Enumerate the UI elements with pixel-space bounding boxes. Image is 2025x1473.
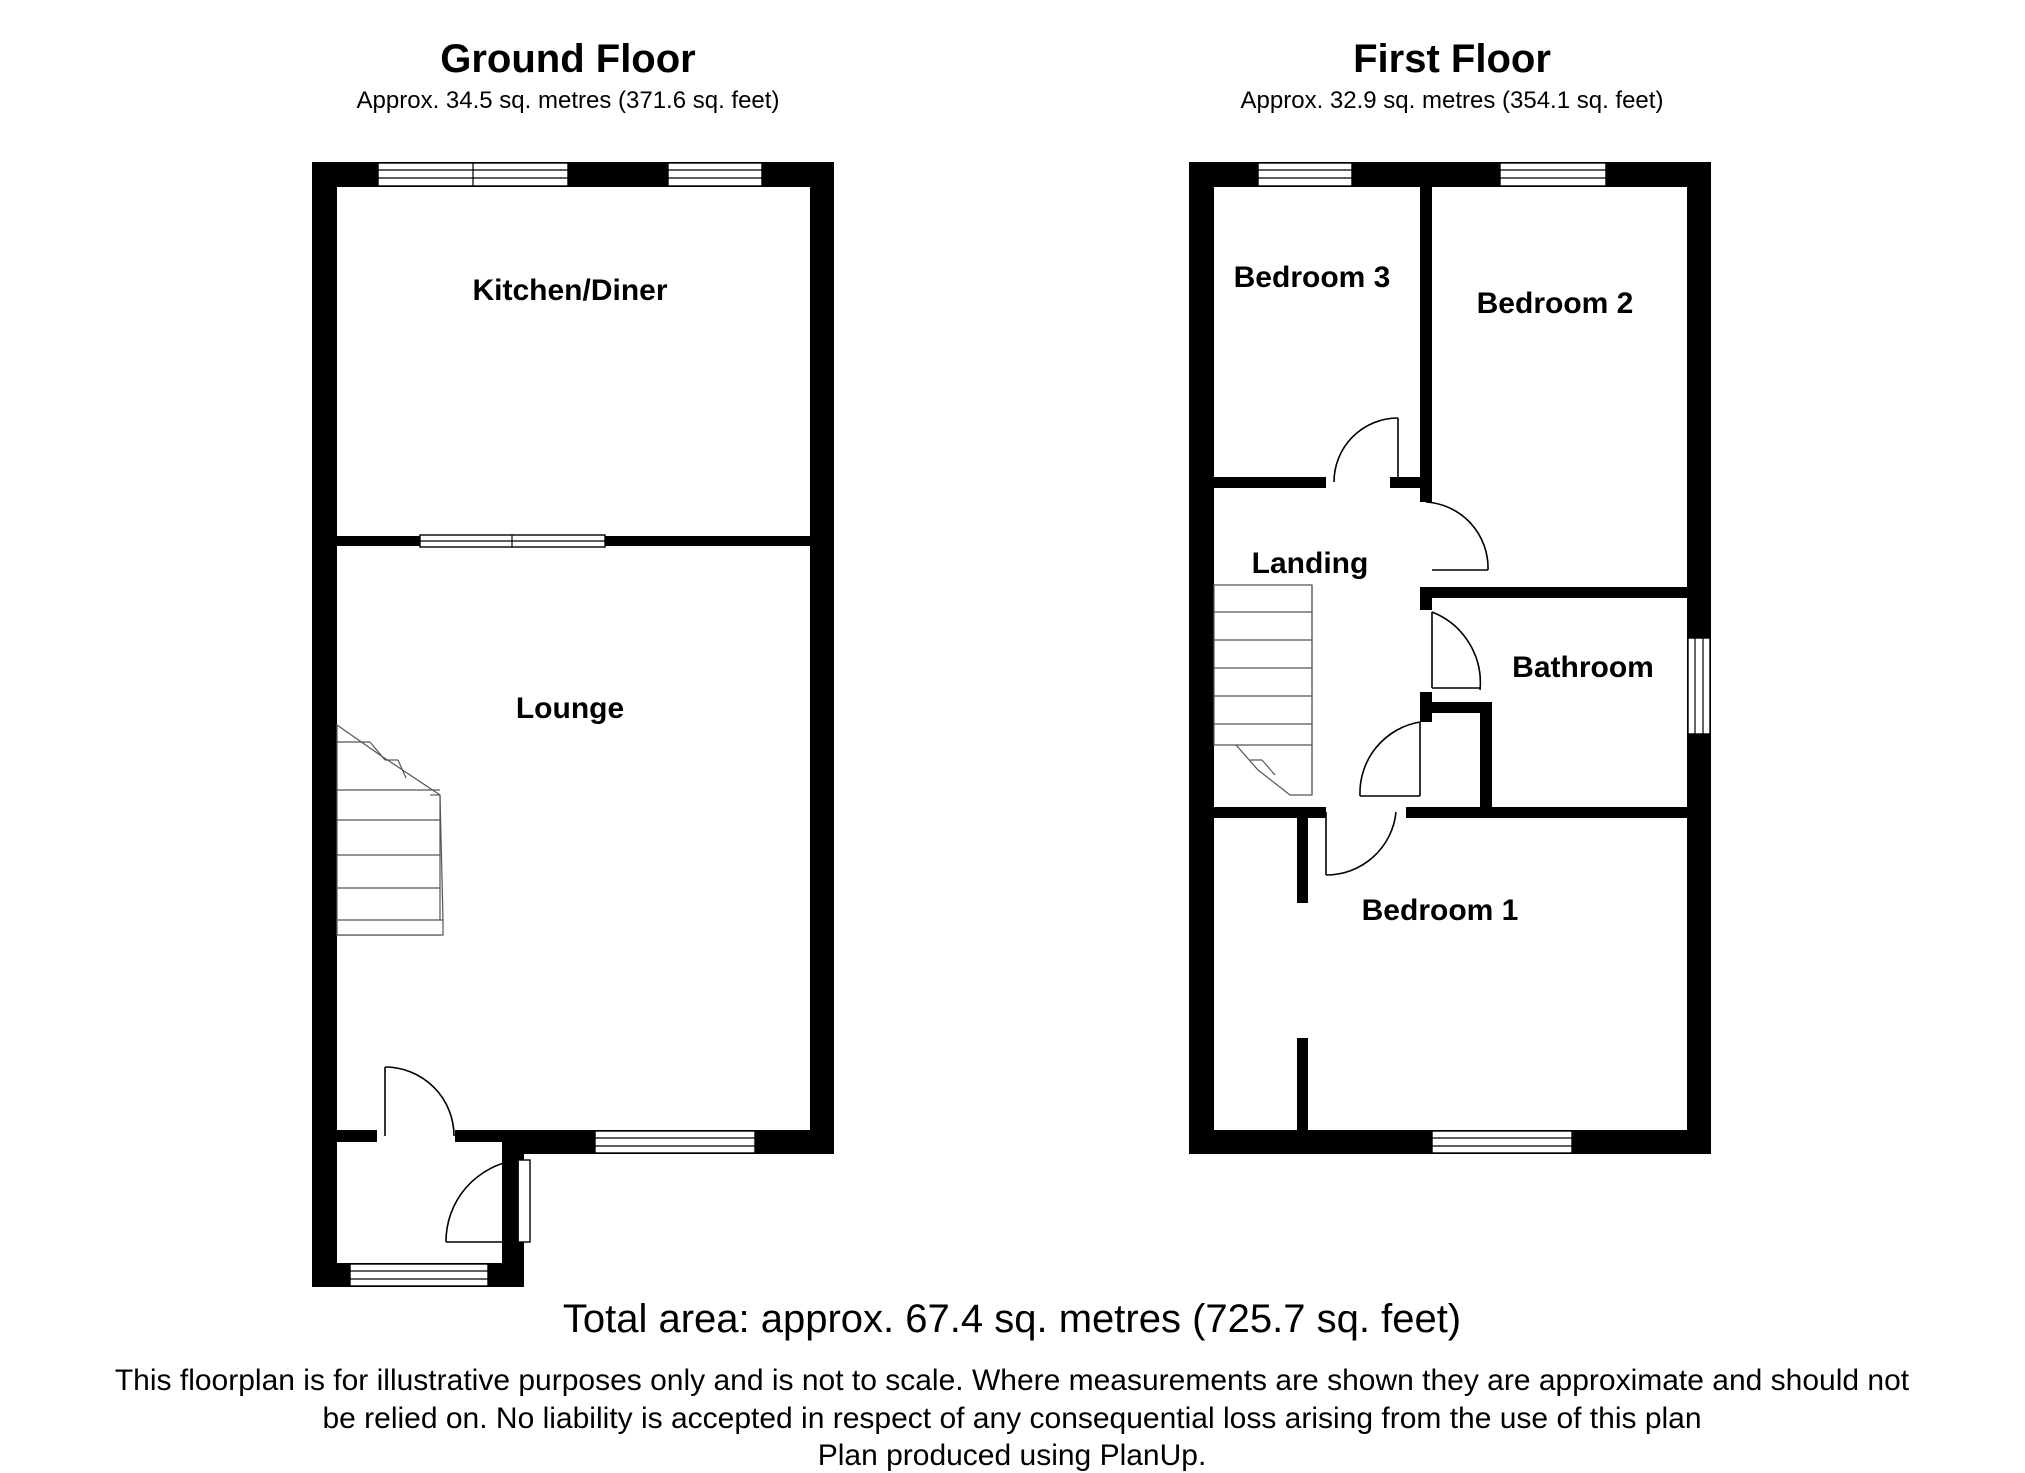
door [1333, 417, 1399, 483]
staircase [336, 723, 444, 936]
room-label-bedroom-2: Bedroom 2 [1477, 287, 1634, 320]
window [1257, 162, 1353, 187]
door [1325, 811, 1397, 876]
window [1499, 162, 1607, 187]
door [1431, 611, 1482, 691]
room-label-kitchen-diner: Kitchen/Diner [472, 274, 667, 307]
wall [1214, 807, 1326, 818]
door [1425, 501, 1489, 571]
window [349, 1263, 489, 1287]
wall [1406, 807, 1690, 818]
wall [1420, 587, 1432, 610]
window [667, 162, 763, 187]
window [377, 162, 569, 187]
room-label-bedroom-3: Bedroom 3 [1234, 261, 1391, 294]
wall [455, 1130, 510, 1142]
wall [1297, 1038, 1308, 1133]
window [1431, 1130, 1573, 1154]
staircase [1213, 584, 1313, 796]
room-label-landing: Landing [1252, 547, 1369, 580]
wall [337, 1130, 377, 1142]
wall [1480, 702, 1492, 812]
internal-glazed-doors [419, 534, 606, 548]
first-floor-area: Approx. 32.9 sq. metres (354.1 sq. feet) [1241, 87, 1664, 114]
door [384, 1066, 455, 1137]
first-floor-title: First Floor [1353, 37, 1551, 81]
first-floor-plan: Bedroom 3 Bedroom 2 Landing Bathroom Bed… [1189, 162, 1711, 1154]
wall [1214, 477, 1326, 488]
ground-floor-plan: Kitchen/Diner Lounge [312, 162, 834, 1287]
wall [1297, 818, 1308, 903]
total-area: Total area: approx. 67.4 sq. metres (725… [563, 1297, 1461, 1341]
plan-credit: Plan produced using PlanUp. [818, 1439, 1207, 1472]
wall [1390, 477, 1432, 488]
wall [1420, 587, 1690, 598]
ground-floor-area: Approx. 34.5 sq. metres (371.6 sq. feet) [357, 87, 780, 114]
wall [1420, 702, 1490, 713]
room-label-bathroom: Bathroom [1512, 651, 1654, 684]
door [1359, 721, 1421, 797]
door [445, 1159, 531, 1243]
room-label-lounge: Lounge [516, 692, 624, 725]
wall [810, 162, 834, 1154]
window [594, 1130, 756, 1154]
wall [1420, 187, 1432, 477]
ground-floor-title: Ground Floor [440, 37, 696, 81]
disclaimer-line-2: be relied on. No liability is accepted i… [322, 1402, 1701, 1435]
disclaimer-line-1: This floorplan is for illustrative purpo… [115, 1364, 1910, 1397]
wall [312, 162, 337, 1287]
wall [1189, 162, 1214, 1154]
room-label-bedroom-1: Bedroom 1 [1362, 894, 1519, 927]
wall [1420, 477, 1432, 502]
window [1687, 637, 1711, 735]
